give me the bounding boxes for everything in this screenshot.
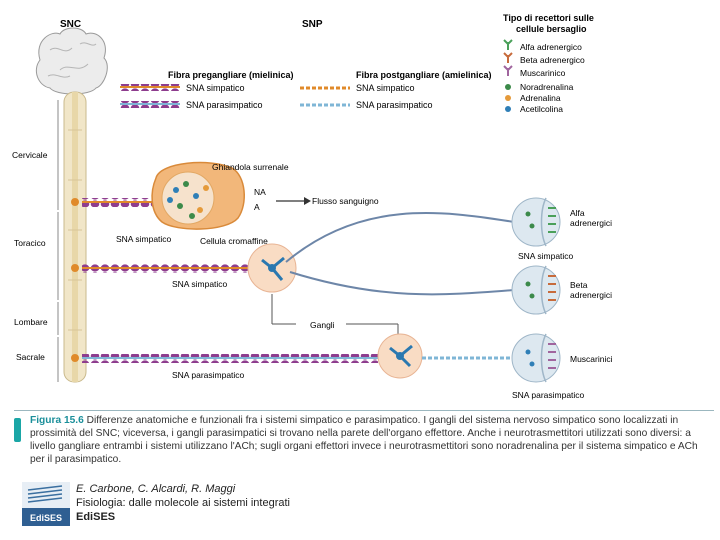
label-alfa-line2: adrenergici — [570, 218, 612, 228]
caption-accent-bar — [14, 418, 21, 442]
legend-pre-para: SNA parasimpatico — [186, 100, 263, 110]
caption-figure-number: Figura 15.6 — [30, 415, 84, 426]
muscarinic-receptor-icon — [503, 65, 513, 76]
book-title: Fisiologia: dalle molecole ai sistemi in… — [76, 497, 290, 509]
label-musc: Muscarinici — [570, 354, 613, 364]
target-cell-beta — [511, 265, 561, 315]
caption-separator — [14, 410, 714, 411]
label-beta-line1: Beta — [570, 280, 588, 290]
adrenal-gland — [151, 161, 245, 230]
label-flow: Flusso sanguigno — [312, 196, 379, 206]
caption-text: Differenze anatomiche e funzionali fra i… — [30, 415, 698, 465]
receptor-legend: Alfa adrenergico Beta adrenergico Muscar… — [503, 39, 585, 114]
label-sna-simp-1: SNA simpatico — [116, 234, 172, 244]
label-a: A — [254, 202, 260, 212]
region-sacrale: Sacrale — [16, 352, 45, 362]
label-sna-simp-3: SNA simpatico — [518, 251, 574, 261]
edises-logo: EdiSES — [22, 482, 70, 526]
book-publisher: EdiSES — [76, 511, 116, 523]
receptor-title-1: Tipo di recettori sulle — [503, 13, 594, 23]
beta-receptor-icon — [503, 52, 513, 63]
target-cell-muscarinic — [511, 333, 561, 383]
book-credit: E. Carbone, C. Alcardi, R. Maggi Fisiolo… — [76, 482, 290, 524]
legend-adre: Adrenalina — [520, 93, 561, 103]
label-na: NA — [254, 187, 266, 197]
book-authors: E. Carbone, C. Alcardi, R. Maggi — [76, 483, 236, 495]
alpha-receptor-icon — [503, 39, 513, 50]
target-cell-alpha — [511, 197, 561, 247]
legend-beta: Beta adrenergico — [520, 55, 585, 65]
figure-caption: Figura 15.6 Differenze anatomiche e funz… — [30, 414, 698, 466]
spinal-cord — [63, 91, 87, 383]
header-snc: SNC — [60, 19, 81, 30]
legend-nora: Noradrenalina — [520, 82, 574, 92]
label-gangli: Gangli — [310, 320, 335, 330]
adrenaline-icon — [505, 95, 511, 101]
symp-postganglionic-fiber-b — [289, 271, 515, 296]
noradrenaline-icon — [505, 84, 511, 90]
region-lombare: Lombare — [14, 317, 48, 327]
legend-pre-title: Fibra pregangliare (mielinica) — [168, 70, 294, 80]
label-alfa-line1: Alfa — [570, 208, 585, 218]
legend-post-para: SNA parasimpatico — [356, 100, 433, 110]
label-beta-line2: adrenergici — [570, 290, 612, 300]
symp-postganglionic-fiber-a — [285, 212, 515, 263]
legend-post-title: Fibra postgangliare (amielinica) — [356, 70, 492, 80]
legend-pre-symp: SNA simpatico — [186, 83, 245, 93]
legend-musc: Muscarinico — [520, 68, 566, 78]
region-toracico: Toracico — [14, 238, 46, 248]
label-gland: Ghiandola surrenale — [212, 162, 289, 172]
header-snp: SNP — [302, 19, 323, 30]
label-chromaffin: Cellula cromaffine — [200, 236, 268, 246]
label-sna-para-2: SNA parasimpatico — [512, 390, 585, 400]
autonomic-diagram: SNC SNP Tipo di recettori sulle cellule … — [12, 13, 613, 400]
region-cervicale: Cervicale — [12, 150, 48, 160]
legend-post-symp: SNA simpatico — [356, 83, 415, 93]
label-sna-simp-2: SNA simpatico — [172, 279, 228, 289]
logo-text: EdiSES — [30, 513, 62, 523]
brain-icon — [35, 27, 108, 95]
receptor-title-2: cellule bersaglio — [516, 24, 587, 34]
legend-ach: Acetilcolina — [520, 104, 563, 114]
arrow-icon — [304, 197, 311, 205]
acetylcholine-icon — [505, 106, 511, 112]
label-sna-para: SNA parasimpatico — [172, 370, 245, 380]
legend-alpha: Alfa adrenergico — [520, 42, 582, 52]
